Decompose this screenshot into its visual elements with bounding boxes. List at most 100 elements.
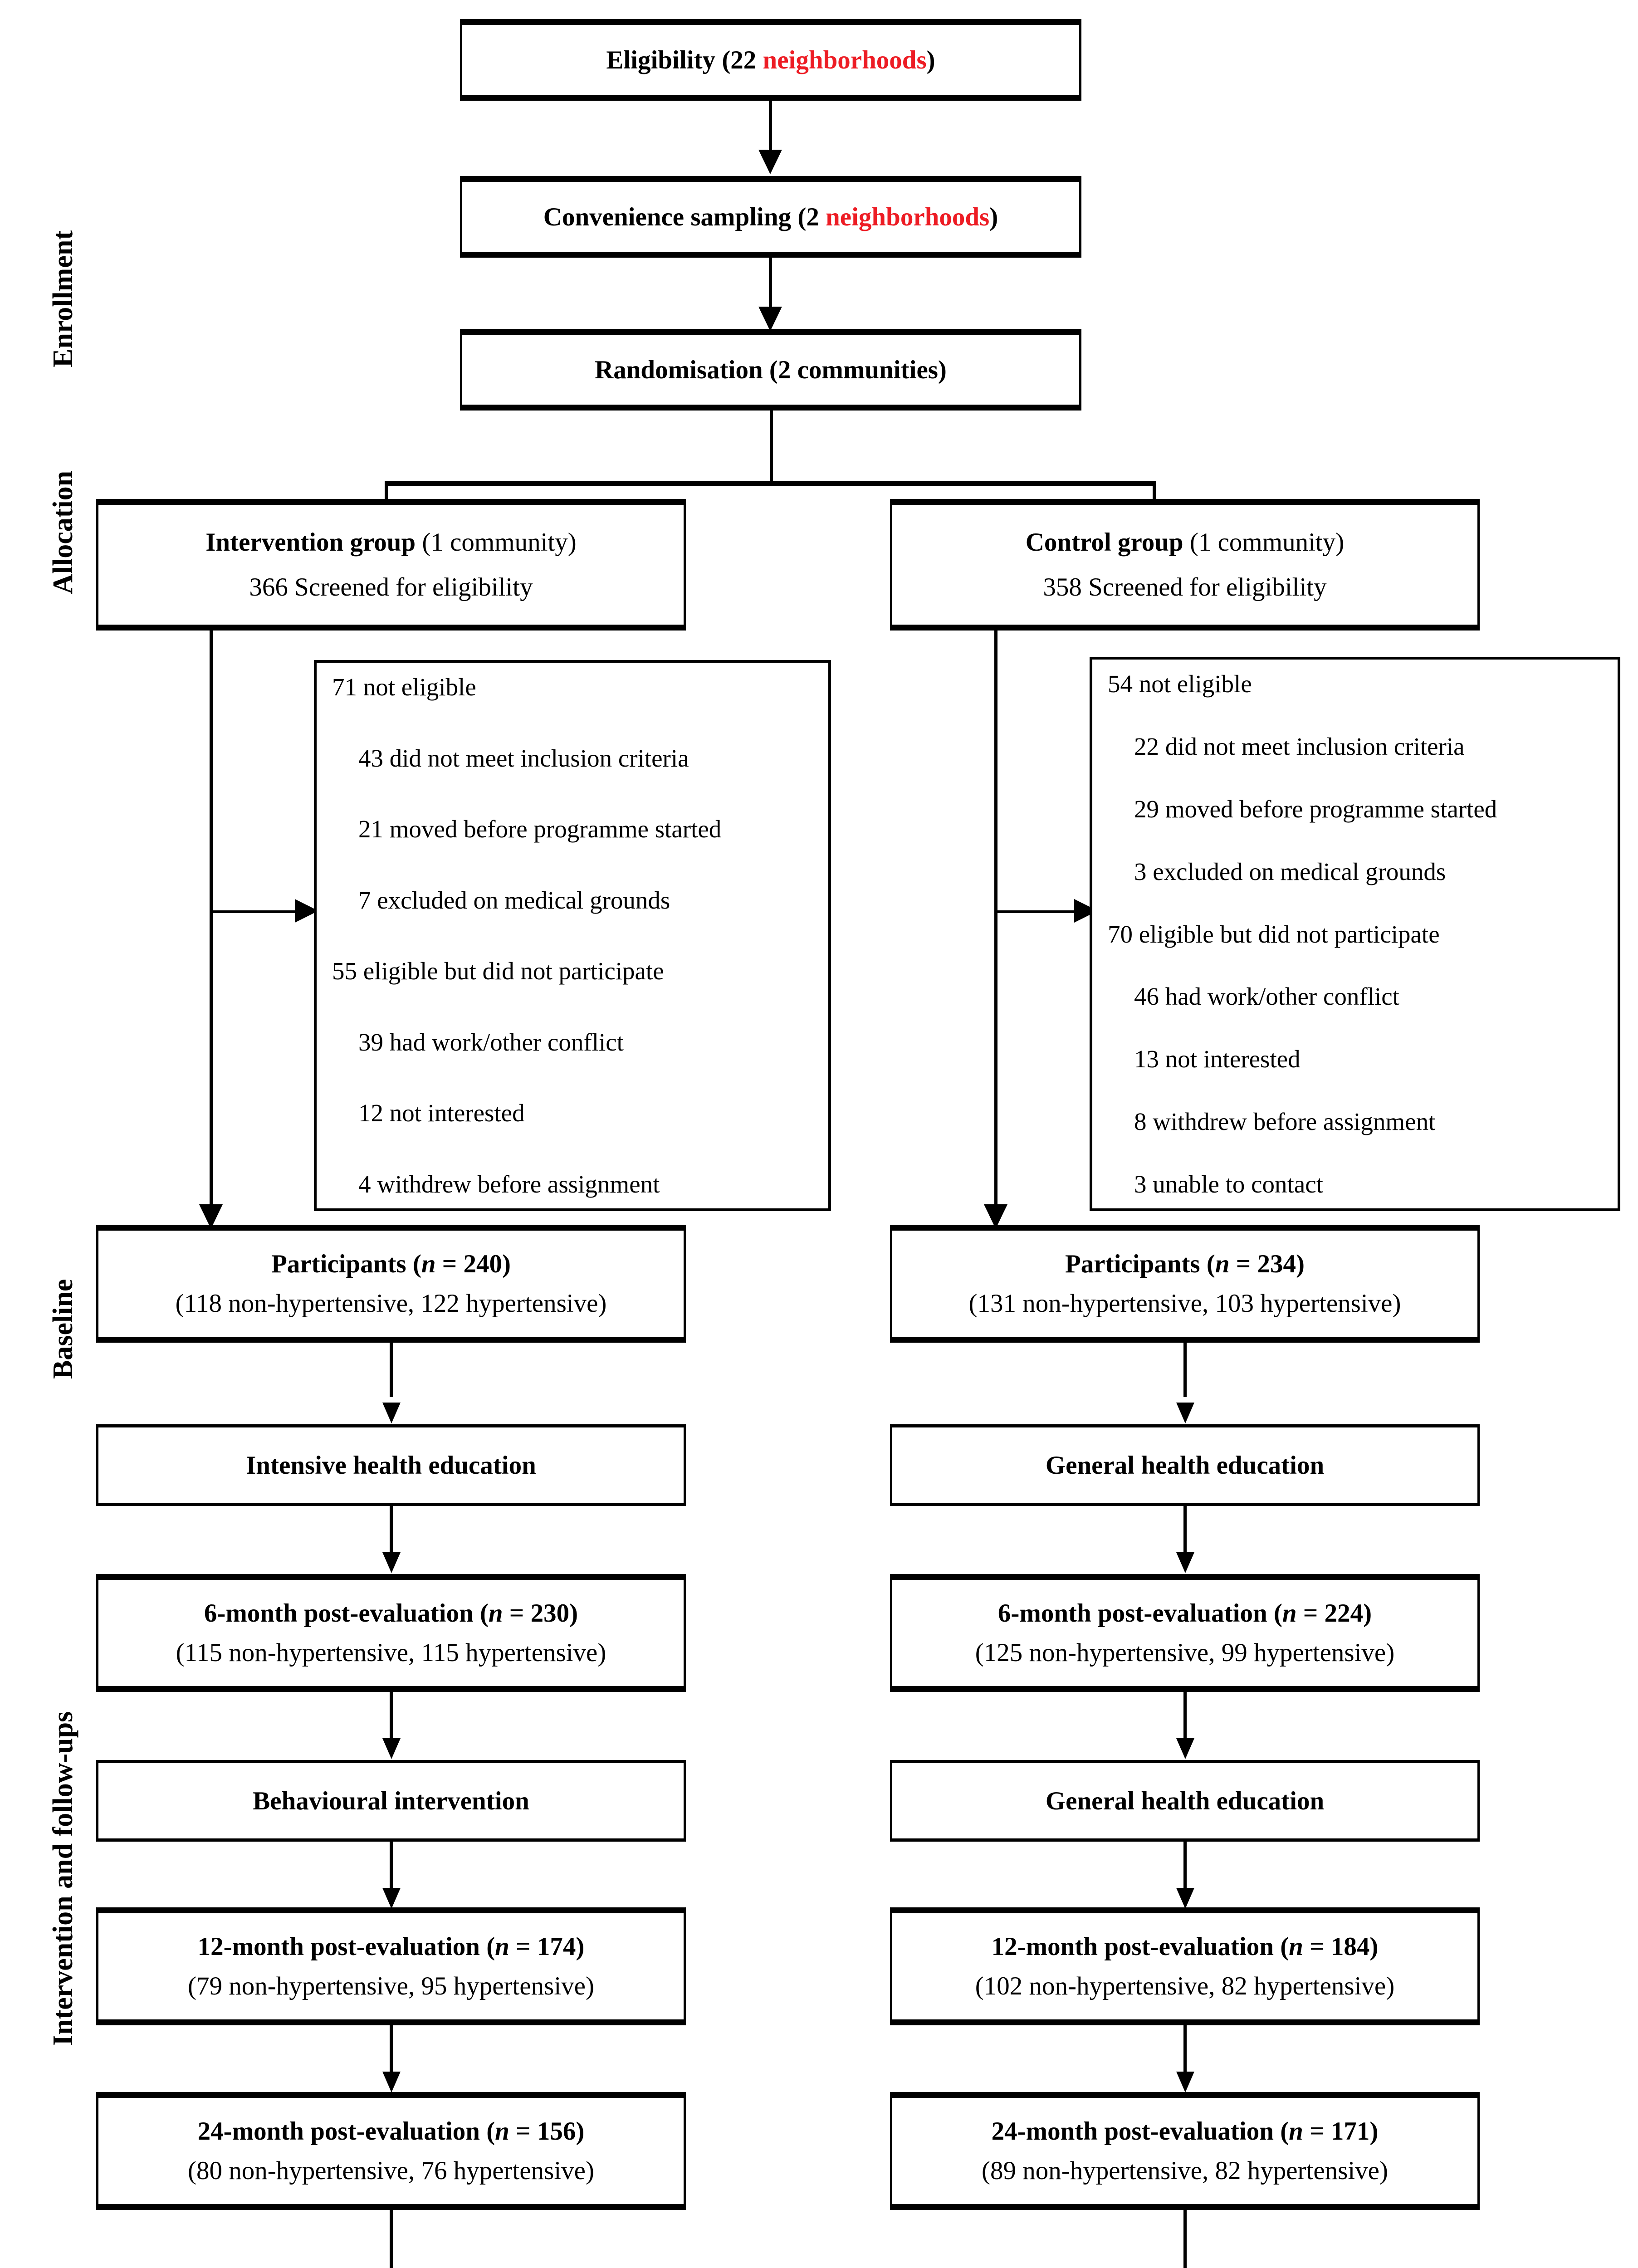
- equals-symbol: =: [1303, 1932, 1331, 1961]
- connector-intervention-m12-m24: [390, 2025, 393, 2075]
- convenience-label: Convenience sampling: [543, 202, 792, 231]
- connector-intervention-step1-m6: [390, 1506, 393, 1556]
- randomisation-detail: (2 communities): [763, 355, 947, 384]
- box-control-group: Control group (1 community) 358 Screened…: [890, 499, 1480, 631]
- box-convenience-sampling: Convenience sampling (2 neighborhoods): [460, 176, 1081, 258]
- exclusion-item: 8 withdrew before assignment: [1134, 1108, 1436, 1136]
- eval-n: 156: [537, 2117, 576, 2146]
- n-symbol: n: [1282, 1599, 1297, 1628]
- eligibility-label: Eligibility: [606, 45, 716, 74]
- stage-label-allocation: Allocation: [48, 470, 78, 594]
- n-symbol: n: [1289, 2117, 1303, 2146]
- connector-control-step1-m6: [1183, 1506, 1187, 1556]
- eval-n: 184: [1330, 1932, 1370, 1961]
- eval-label: 24-month post-evaluation: [197, 2117, 480, 2146]
- box-control-12month: 12-month post-evaluation (n = 184) (102 …: [890, 1907, 1480, 2025]
- exclusion-item: 71 not eligible: [332, 673, 476, 701]
- arrowhead-convenience-to-randomisation: [758, 307, 782, 331]
- exclusion-item: 21 moved before programme started: [358, 815, 722, 843]
- participants-n: 240: [463, 1250, 503, 1278]
- eval-n: 171: [1330, 2117, 1370, 2146]
- box-randomisation: Randomisation (2 communities): [460, 329, 1081, 411]
- box-control-baseline: Participants (n = 234) (131 non-hyperten…: [890, 1225, 1480, 1343]
- connector-intervention-baseline-step1: [390, 1343, 393, 1397]
- connector-eligibility-to-convenience: [769, 101, 772, 153]
- n-symbol: n: [421, 1250, 436, 1278]
- connector-control-m24-analysis: [1183, 2210, 1187, 2268]
- convenience-suffix: ): [989, 202, 998, 231]
- intervention-group-label: Intervention group: [205, 528, 416, 557]
- intervention-12month-title: 12-month post-evaluation (n = 174): [197, 1932, 585, 1961]
- box-intervention-24month: 24-month post-evaluation (n = 156) (80 n…: [96, 2092, 686, 2210]
- stage-label-baseline: Baseline: [48, 1279, 78, 1379]
- equals-symbol: =: [1303, 2117, 1331, 2146]
- eval-label: 12-month post-evaluation: [197, 1932, 480, 1961]
- equals-symbol: =: [1229, 1250, 1257, 1278]
- eval-label: 6-month post-evaluation: [204, 1599, 474, 1628]
- convenience-text: Convenience sampling (2 neighborhoods): [543, 204, 998, 230]
- exclusion-item: 39 had work/other conflict: [358, 1028, 624, 1056]
- eval-label: 24-month post-evaluation: [991, 2117, 1274, 2146]
- intervention-group-title: Intervention group (1 community): [205, 529, 577, 555]
- arrowhead-control-step2: [1176, 1738, 1194, 1759]
- convenience-count-prefix: (2: [791, 202, 826, 231]
- control-step2-label: General health education: [1045, 1786, 1325, 1815]
- exclusion-item: 46 had work/other conflict: [1134, 982, 1399, 1011]
- box-intervention-group: Intervention group (1 community) 366 Scr…: [96, 499, 686, 631]
- n-symbol: n: [1289, 1932, 1303, 1961]
- eval-n: 174: [537, 1932, 576, 1961]
- box-eligibility: Eligibility (22 neighborhoods): [460, 19, 1081, 101]
- intervention-baseline-title: Participants (n = 240): [271, 1250, 511, 1278]
- arrowhead-eligibility-to-convenience: [758, 150, 782, 174]
- control-24month-title: 24-month post-evaluation (n = 171): [991, 2117, 1379, 2146]
- exclusion-item: 29 moved before programme started: [1134, 795, 1497, 823]
- connector-randomisation-split-bar: [385, 481, 1156, 486]
- control-12month-title: 12-month post-evaluation (n = 184): [991, 1932, 1379, 1961]
- exclusion-item: 13 not interested: [1134, 1045, 1301, 1073]
- arrowhead-control-m24: [1176, 2072, 1194, 2092]
- box-intervention-baseline: Participants (n = 240) (118 non-hyperten…: [96, 1225, 686, 1343]
- intervention-12month-sub: (79 non-hypertensive, 95 hypertensive): [188, 1972, 594, 2000]
- control-group-title: Control group (1 community): [1026, 529, 1344, 555]
- randomisation-label: Randomisation: [595, 355, 763, 384]
- arrowhead-control-m12: [1176, 1888, 1194, 1909]
- equals-symbol: =: [503, 1599, 531, 1628]
- arrowhead-control-m6: [1176, 1552, 1194, 1573]
- participants-label: Participants: [271, 1250, 406, 1278]
- control-group-label: Control group: [1025, 528, 1183, 557]
- connector-intervention-step2-m12: [390, 1842, 393, 1892]
- intervention-step2-label: Behavioural intervention: [253, 1786, 529, 1815]
- eligibility-unit: neighborhoods: [763, 45, 927, 74]
- intervention-group-screened: 366 Screened for eligibility: [249, 573, 533, 601]
- eligibility-count-prefix: (22: [715, 45, 763, 74]
- box-control-exclusions: 54 not eligible 22 did not meet inclusio…: [1090, 657, 1620, 1211]
- box-intervention-12month: 12-month post-evaluation (n = 174) (79 n…: [96, 1907, 686, 2025]
- exclusion-item: 43 did not meet inclusion criteria: [358, 744, 689, 772]
- connector-control-baseline-step1: [1183, 1343, 1187, 1397]
- eligibility-suffix: ): [926, 45, 935, 74]
- exclusion-item: 7 excluded on medical grounds: [358, 886, 670, 914]
- connector-control-down: [994, 631, 997, 1234]
- control-step1-label: General health education: [1045, 1451, 1325, 1480]
- exclusion-item: 3 excluded on medical grounds: [1134, 857, 1446, 885]
- connector-intervention-m6-step2: [390, 1692, 393, 1742]
- exclusion-item: 54 not eligible: [1108, 670, 1252, 698]
- control-baseline-title: Participants (n = 234): [1065, 1250, 1305, 1278]
- intervention-6month-title: 6-month post-evaluation (n = 230): [204, 1599, 578, 1628]
- exclusion-item: 3 unable to contact: [1134, 1170, 1323, 1198]
- box-intervention-step1: Intensive health education: [96, 1424, 686, 1506]
- equals-symbol: =: [435, 1250, 464, 1278]
- control-group-screened: 358 Screened for eligibility: [1043, 573, 1327, 601]
- connector-randomisation-stem: [770, 411, 773, 483]
- arrowhead-intervention-step2: [382, 1738, 401, 1759]
- box-intervention-6month: 6-month post-evaluation (n = 230) (115 n…: [96, 1574, 686, 1692]
- control-6month-sub: (125 non-hypertensive, 99 hypertensive): [975, 1638, 1395, 1667]
- intervention-24month-title: 24-month post-evaluation (n = 156): [197, 2117, 585, 2146]
- box-control-24month: 24-month post-evaluation (n = 171) (89 n…: [890, 2092, 1480, 2210]
- arrowhead-intervention-step1: [382, 1403, 401, 1423]
- n-symbol: n: [488, 1599, 503, 1628]
- intervention-step1-label: Intensive health education: [246, 1451, 536, 1480]
- box-control-step1: General health education: [890, 1424, 1480, 1506]
- stage-label-enrollment: Enrollment: [48, 230, 78, 367]
- box-intervention-step2: Behavioural intervention: [96, 1760, 686, 1842]
